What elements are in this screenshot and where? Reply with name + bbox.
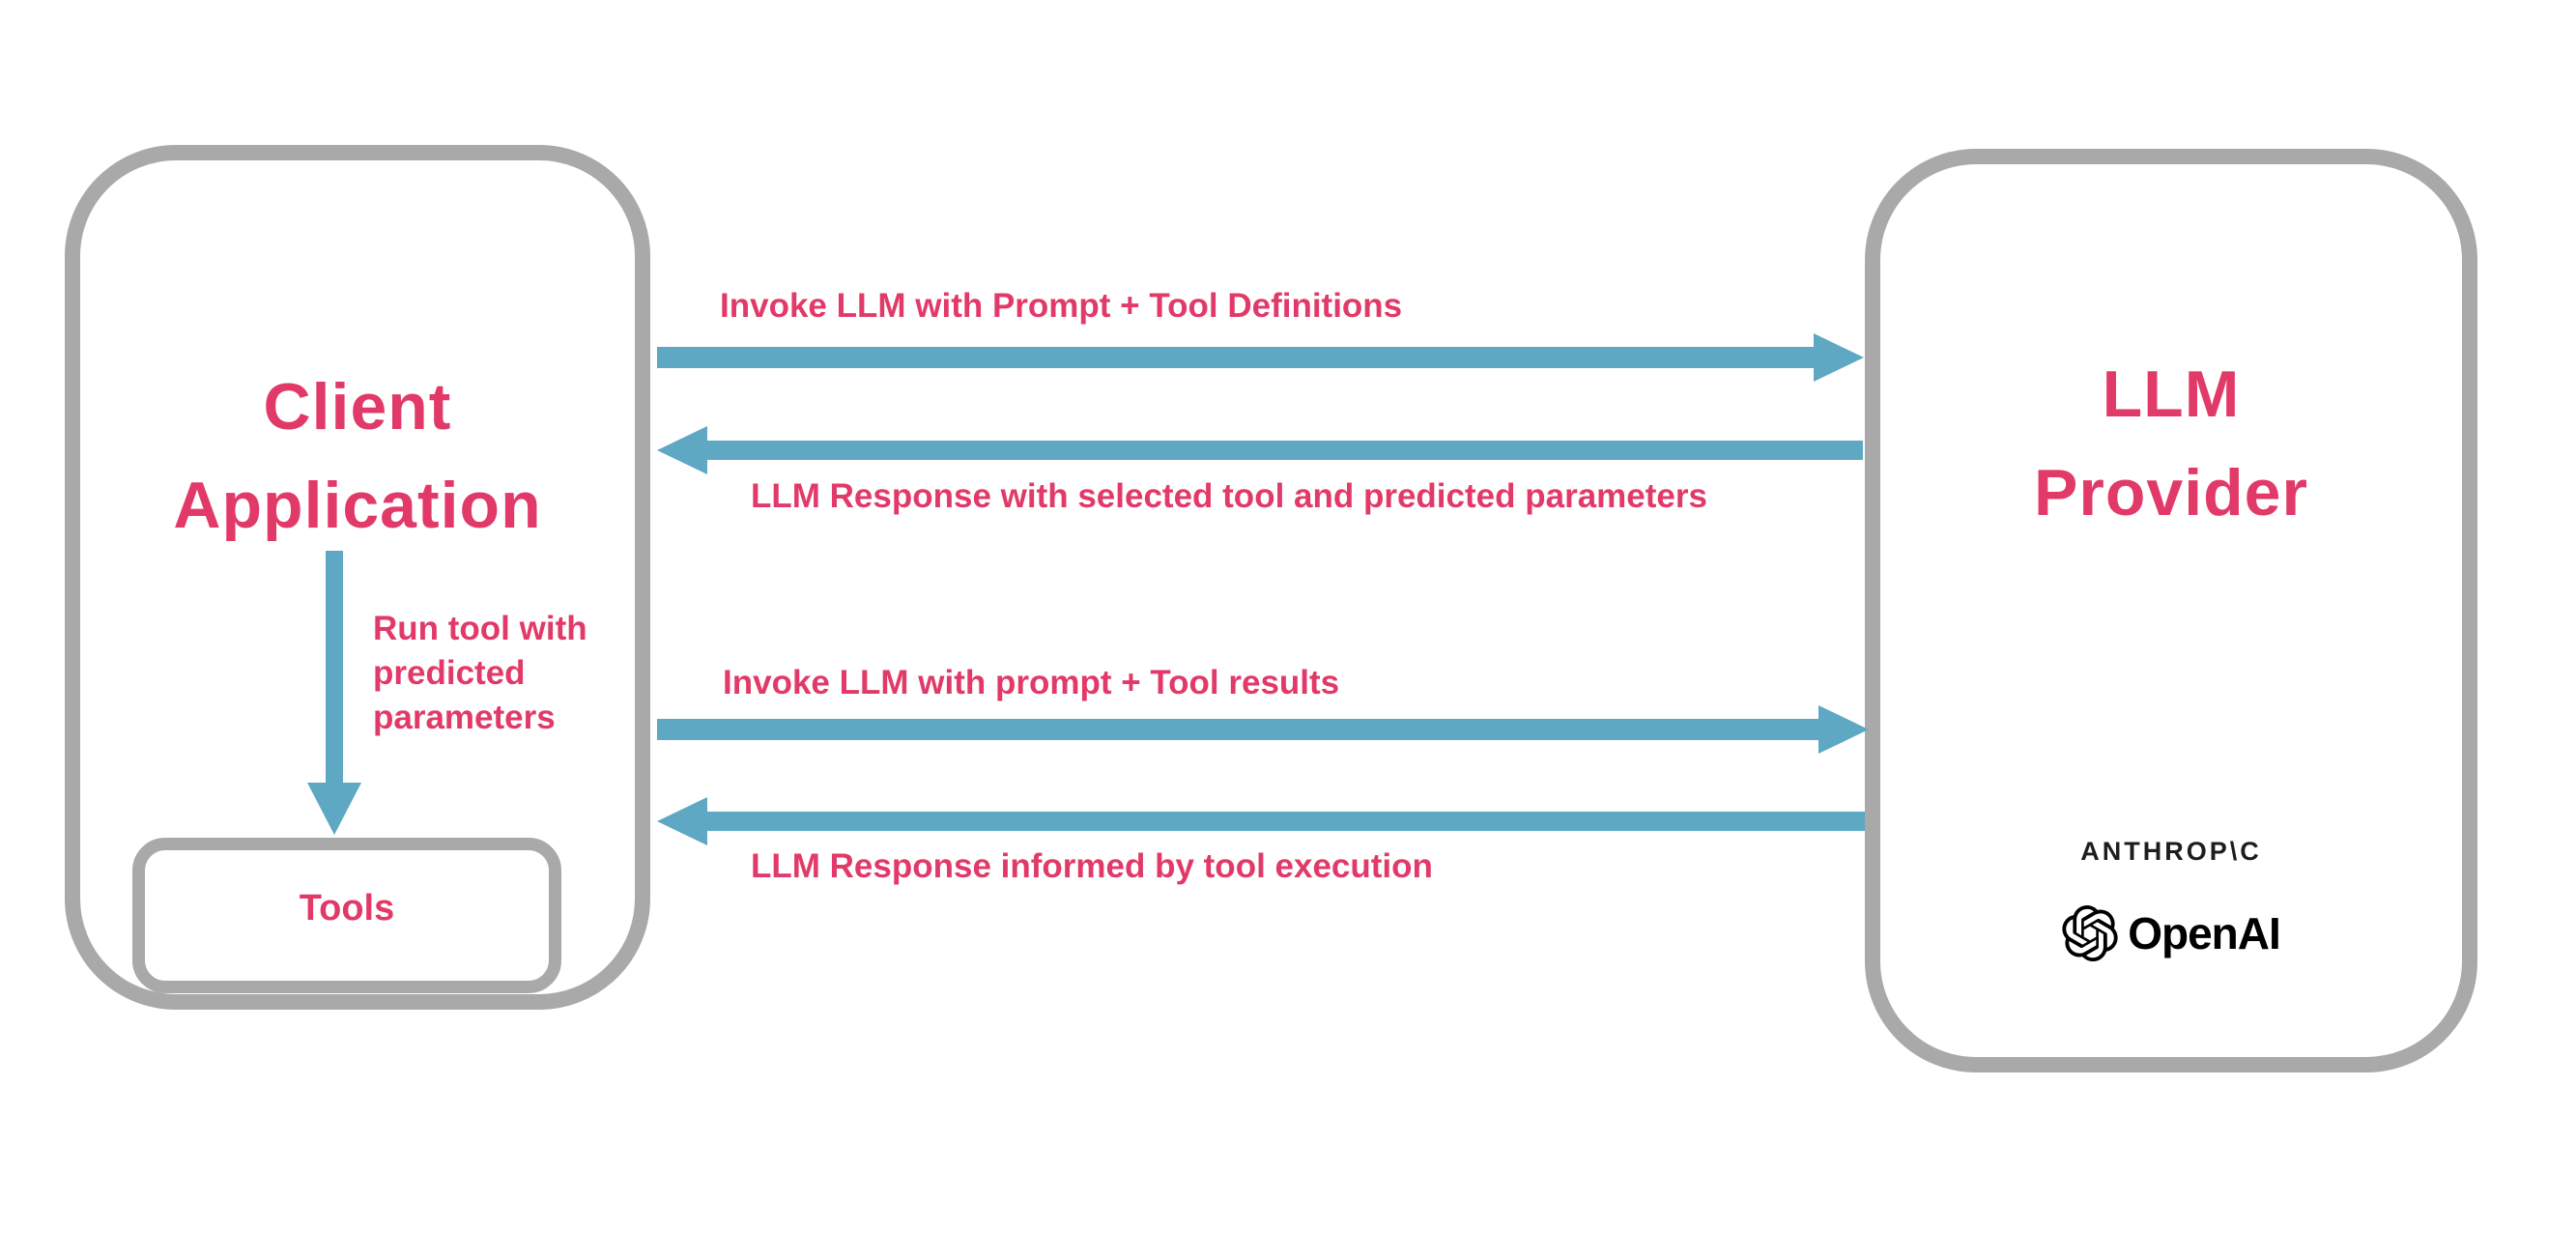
arrow-right-icon bbox=[1818, 705, 1869, 754]
flow-arrow-4-shaft bbox=[705, 812, 1865, 831]
arrow-down-icon bbox=[307, 783, 361, 835]
flow-label-response-informed: LLM Response informed by tool execution bbox=[751, 847, 1433, 885]
tools-box: Tools bbox=[132, 838, 561, 993]
flow-arrow-1-shaft bbox=[657, 347, 1817, 368]
flow-label-invoke-definitions: Invoke LLM with Prompt + Tool Definition… bbox=[720, 287, 1403, 325]
run-tool-label: Run tool with predicted parameters bbox=[373, 610, 587, 736]
arrow-left-icon bbox=[657, 797, 707, 845]
client-title-line2: Application bbox=[173, 469, 542, 542]
provider-title-line2: Provider bbox=[2034, 456, 2308, 529]
client-application-title: Client Application bbox=[65, 357, 650, 555]
tools-label: Tools bbox=[299, 888, 395, 929]
client-title-line1: Client bbox=[263, 370, 452, 443]
provider-title-line1: LLM bbox=[2102, 357, 2241, 431]
arrow-left-icon bbox=[657, 426, 707, 474]
openai-logo-icon bbox=[2062, 905, 2118, 961]
flow-arrow-3-shaft bbox=[657, 719, 1821, 740]
run-tool-arrow-shaft bbox=[326, 551, 343, 785]
llm-provider-title: LLM Provider bbox=[1865, 345, 2477, 542]
flow-arrow-2-shaft bbox=[705, 441, 1863, 460]
openai-logo-text: OpenAI bbox=[2128, 908, 2281, 958]
flow-label-response-selected-tool: LLM Response with selected tool and pred… bbox=[751, 477, 1707, 515]
flow-label-invoke-results: Invoke LLM with prompt + Tool results bbox=[723, 664, 1340, 701]
arrow-right-icon bbox=[1814, 333, 1864, 382]
llm-provider-box bbox=[1865, 149, 2477, 1072]
openai-logo: OpenAI bbox=[1865, 901, 2477, 965]
anthropic-logo: ANTHROP\C bbox=[2080, 837, 2262, 866]
